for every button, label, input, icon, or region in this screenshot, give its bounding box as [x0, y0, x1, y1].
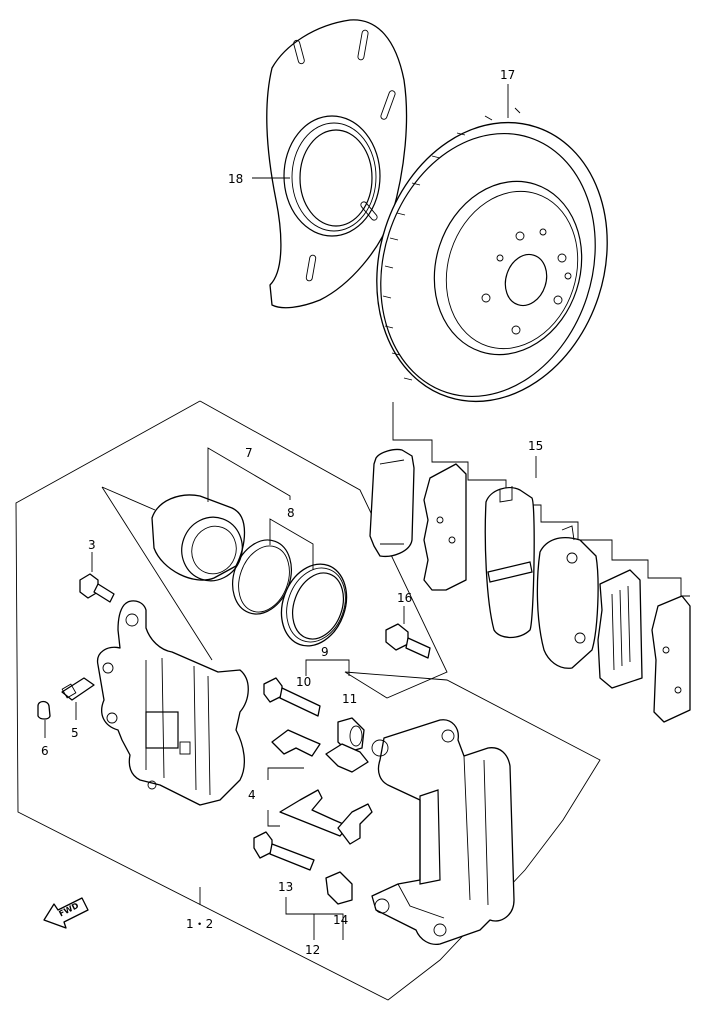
guide-pin-10 [263, 677, 321, 717]
dust-boot [280, 563, 348, 647]
brake-pad-outer [484, 486, 535, 639]
caliper-bracket [371, 719, 515, 946]
caliper-bolt-3 [79, 573, 115, 603]
callout-1-2: 1・2 [186, 917, 213, 931]
callout-13: 13 [278, 880, 293, 894]
pad-shim-inner-1 [597, 569, 643, 689]
caliper-body [96, 600, 249, 806]
pin-boot-11 [337, 717, 365, 753]
callout-6: 6 [41, 744, 49, 758]
callout-9: 9 [321, 645, 329, 659]
callout-11: 11 [342, 692, 357, 706]
callout-18: 18 [228, 172, 243, 186]
callout-3: 3 [88, 538, 96, 552]
callout-15: 15 [528, 439, 543, 453]
callout-7: 7 [245, 446, 253, 460]
pad-shim-outer-2 [423, 463, 467, 591]
brake-pad-inner [536, 525, 599, 669]
forward-direction-arrow: FWD [43, 897, 89, 929]
callout-5: 5 [71, 726, 79, 740]
pad-clip-lower [279, 789, 373, 845]
dust-shield [266, 19, 408, 309]
callout-14: 14 [333, 913, 348, 927]
callout-16: 16 [397, 591, 412, 605]
caliper-piston [151, 494, 246, 582]
callout-4: 4 [248, 788, 256, 802]
guide-pin-13 [253, 831, 315, 871]
pin-boot-14 [325, 871, 353, 905]
caliper-assembly-boundary [15, 400, 601, 1001]
bracket-bolt-16 [385, 623, 431, 659]
bleeder-screw [61, 677, 95, 701]
pad-shim-inner-2 [651, 595, 691, 723]
callout-12: 12 [305, 943, 320, 957]
brake-disc [376, 107, 608, 403]
pad-clip-upper [271, 729, 369, 773]
callout-17: 17 [500, 68, 515, 82]
bleeder-cap [37, 700, 51, 720]
callout-10: 10 [296, 675, 311, 689]
callout-8: 8 [287, 506, 295, 520]
pad-shim-outer-1 [369, 448, 415, 558]
